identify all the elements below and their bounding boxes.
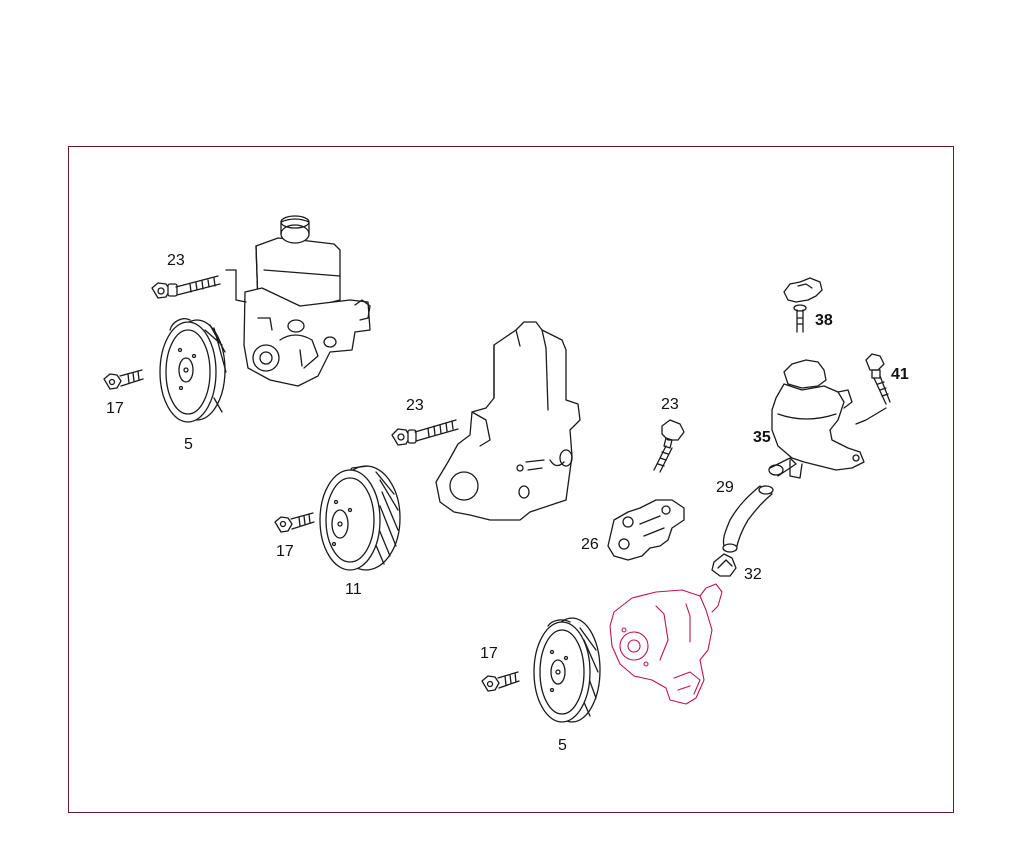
bolt-17-top-left (103, 369, 144, 390)
pump-center (435, 321, 581, 521)
bolt-23-right (653, 419, 685, 473)
bolt-23-top-left (151, 275, 221, 299)
label-38: 38 (815, 312, 833, 329)
bolt-41 (855, 353, 891, 425)
label-32: 32 (744, 566, 762, 583)
label-29: 29 (716, 479, 734, 496)
label-5-lower: 5 (558, 737, 567, 754)
label-17-top-left: 17 (106, 400, 124, 417)
label-26: 26 (581, 536, 599, 553)
label-5-top-left: 5 (184, 436, 193, 453)
bolt-17-lower (481, 671, 520, 692)
label-23-center: 23 (406, 397, 424, 414)
reservoir-35 (768, 359, 865, 479)
label-23-top-left: 23 (167, 252, 185, 269)
pump-lower (609, 583, 723, 705)
label-17-lower: 17 (480, 645, 498, 662)
label-41: 41 (891, 366, 909, 383)
label-35: 35 (753, 429, 771, 446)
pulley-5-lower (533, 617, 601, 723)
cap-38 (783, 277, 823, 333)
pulley-5-top-left (159, 318, 227, 423)
pulley-11 (319, 465, 401, 571)
hose-29 (722, 485, 774, 553)
label-23-right: 23 (661, 396, 679, 413)
pump-with-reservoir (225, 215, 371, 387)
label-11: 11 (345, 581, 362, 598)
clamp-32 (711, 553, 737, 577)
diagram-frame (68, 146, 954, 813)
bolt-23-center (391, 419, 459, 446)
label-17-middle: 17 (276, 543, 294, 560)
bracket-26 (607, 499, 685, 561)
bolt-17-middle (274, 512, 315, 533)
